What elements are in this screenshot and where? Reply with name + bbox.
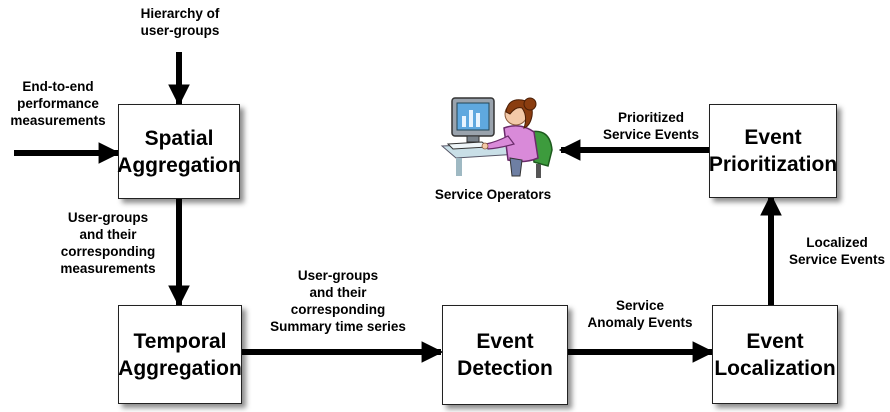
temporal-aggregation-box: Temporal Aggregation [118,305,242,404]
anomaly-events-label: Service Anomaly Events [578,297,702,331]
box-title-line: Event [746,329,804,353]
label-line: measurements [60,261,156,276]
label-line: Summary time series [270,319,406,334]
event-localization-box: Event Localization [712,305,838,404]
hierarchy-label: Hierarchy of user-groups [124,5,236,39]
box-title-line: Spatial [144,126,214,150]
label-line: Service Events [788,252,886,267]
label-line: Anomaly Events [587,315,693,330]
prioritized-events-label: Prioritized Service Events [596,109,706,143]
event-detection-box: Event Detection [442,305,568,405]
label-line: Service Events [602,127,700,142]
box-title-line: Localization [714,356,836,380]
label-line: Hierarchy of [140,6,220,21]
label-line: corresponding [60,244,156,259]
label-line: and their [309,285,367,300]
label-line: and their [79,227,137,242]
label-line: Service [615,298,665,313]
label-line: User-groups [297,268,379,283]
end-to-end-label: End-to-end performance measurements [2,78,114,129]
event-prioritization-box: Event Prioritization [709,104,837,198]
box-title-line: Aggregation [117,153,241,177]
user-groups-summary-label: User-groups and their corresponding Summ… [258,267,418,335]
box-title-line: Detection [457,357,553,380]
box-title-line: Event [744,126,802,149]
label-line: Prioritized [617,110,684,125]
label-line: End-to-end [22,79,94,94]
box-title-line: Prioritization [708,153,838,176]
user-groups-measurements-label: User-groups and their corresponding meas… [48,209,168,277]
box-title-line: Event [476,330,534,353]
label-line: performance [17,96,99,111]
label-line: user-groups [140,23,220,38]
person-at-computer-icon [440,97,553,178]
label-line: measurements [10,113,106,128]
box-title-line: Aggregation [118,356,242,380]
box-title-line: Temporal [133,329,227,353]
label-line: User-groups [67,210,149,225]
spatial-aggregation-box: Spatial Aggregation [117,104,241,199]
service-operators-label: Service Operators [434,187,552,202]
localized-events-label: Localized Service Events [782,234,890,268]
label-line: Localized [806,235,868,250]
label-line: corresponding [290,302,386,317]
